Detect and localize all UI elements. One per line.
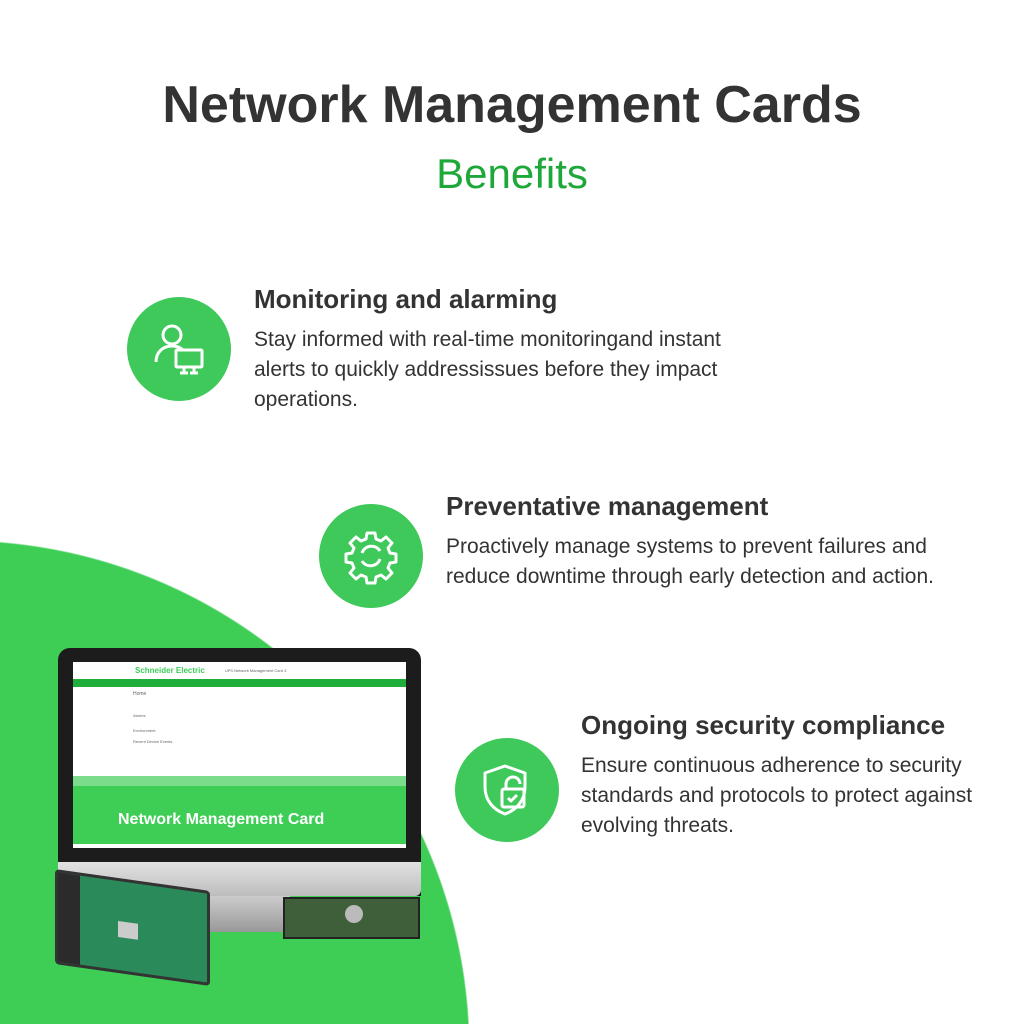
circuit-board-image bbox=[283, 897, 420, 939]
user-monitor-icon bbox=[127, 297, 231, 401]
feature-preventative: Preventative management Proactively mana… bbox=[446, 490, 966, 592]
feature-title: Preventative management bbox=[446, 491, 769, 521]
feature-text: Ensure continuous adherence to security … bbox=[581, 754, 973, 837]
schneider-logo: Schneider Electric bbox=[135, 666, 205, 675]
feature-title: Monitoring and alarming bbox=[254, 284, 558, 314]
screen-events: Recent Device Events bbox=[133, 739, 173, 744]
screen-page: Home bbox=[133, 691, 147, 697]
gear-refresh-icon bbox=[319, 504, 423, 608]
app-title: UPS Network Management Card 3 bbox=[224, 668, 287, 673]
feature-security: Ongoing security compliance Ensure conti… bbox=[581, 709, 981, 841]
screen-banner: Network Management Card bbox=[73, 776, 406, 844]
feature-text: Stay informed with real-time monitoringa… bbox=[254, 328, 721, 411]
page-title: Network Management Cards bbox=[162, 76, 862, 134]
shield-lock-icon bbox=[455, 738, 559, 842]
monitor-screen: Schneider Electric UPS Network Management… bbox=[73, 662, 406, 848]
nav-bar bbox=[73, 679, 406, 687]
feature-title: Ongoing security compliance bbox=[581, 710, 946, 740]
feature-monitoring: Monitoring and alarming Stay informed wi… bbox=[254, 283, 754, 415]
screen-env: Environment bbox=[133, 728, 156, 733]
page-subtitle: Benefits bbox=[436, 150, 588, 197]
screen-alarms: Alarms bbox=[133, 713, 146, 718]
feature-text: Proactively manage systems to prevent fa… bbox=[446, 535, 934, 588]
